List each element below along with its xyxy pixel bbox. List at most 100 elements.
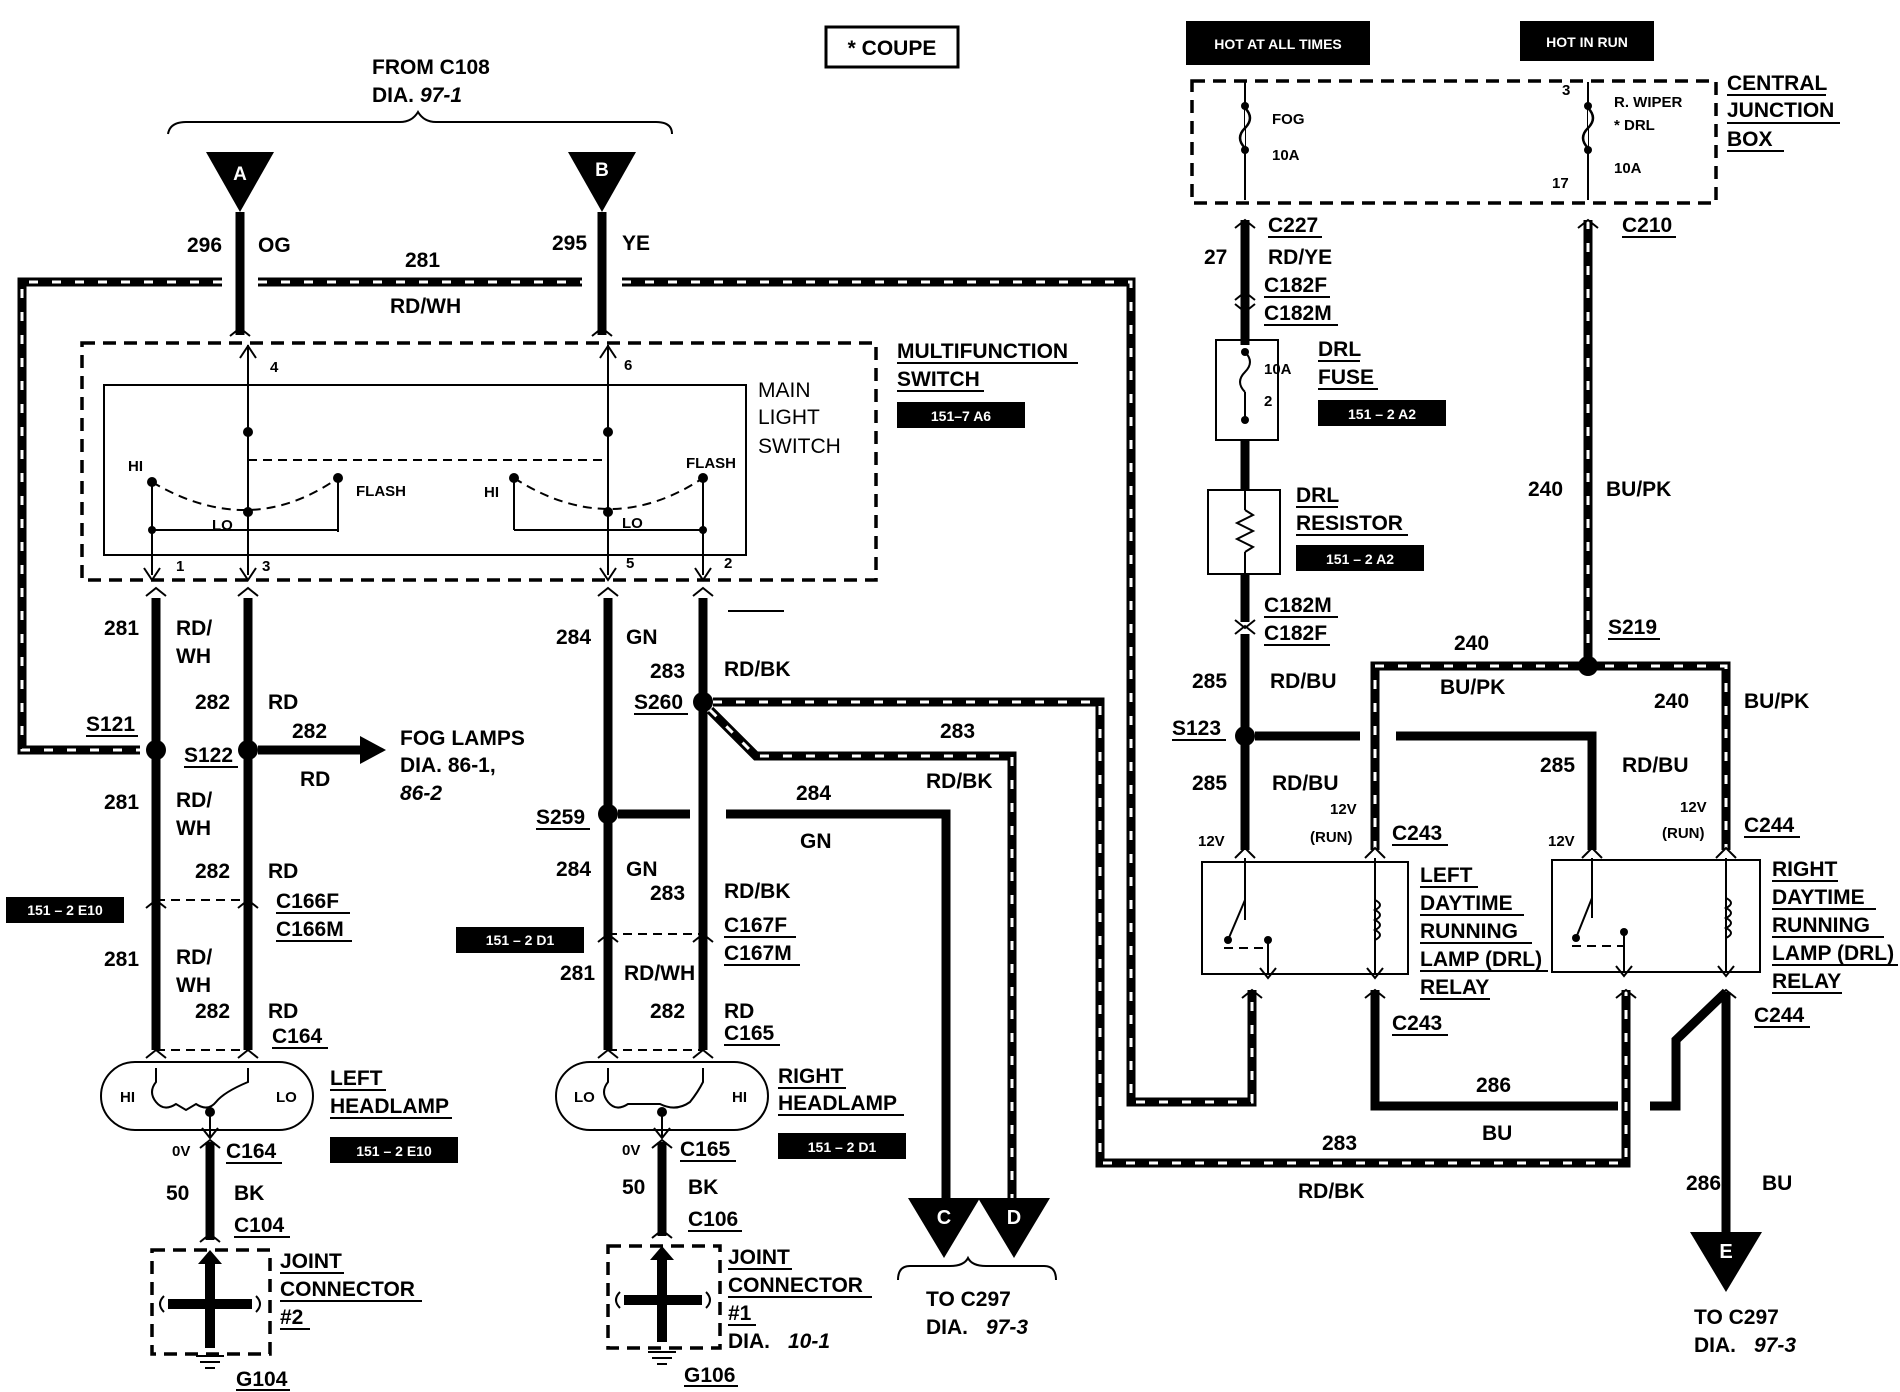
- dia-97-1-ref: 97-1: [420, 84, 462, 107]
- drl-resistor-title-1: DRL: [1296, 484, 1339, 507]
- wire-ye-color: YE: [622, 232, 650, 255]
- wire-285-right: [1396, 731, 1597, 850]
- splice-s121: [146, 740, 166, 760]
- left-relay-title-5: RELAY: [1420, 976, 1489, 999]
- connector-e-bottom: [1690, 1232, 1762, 1292]
- wire-283-b-number: 283: [940, 720, 975, 743]
- left-drl-relay-box: [1201, 861, 1409, 975]
- fog-lamps-dia: DIA. 86-1,: [400, 754, 496, 777]
- wire-240-a-color: BU/PK: [1606, 478, 1671, 501]
- wire-283-to-d: [706, 706, 1017, 1200]
- wire-240-c-color: BU/PK: [1744, 690, 1809, 713]
- left-headlamp-ref: 151 – 2 E10: [356, 1143, 432, 1159]
- c106-label: C106: [688, 1208, 738, 1231]
- wire-27-number: 27: [1204, 246, 1227, 269]
- jc1-dia-ref: 10-1: [788, 1330, 830, 1353]
- jc2-number: #2: [280, 1306, 303, 1329]
- wire-240-c-number: 240: [1654, 690, 1689, 713]
- wire-281-left-loop: [17, 277, 222, 755]
- central-junction-box: [1190, 79, 1718, 205]
- wire-281-top-number: 281: [405, 249, 440, 272]
- mfs-pin-4: 4: [270, 359, 279, 376]
- dia-97-1-prefix: DIA.: [372, 84, 414, 107]
- wire-282-a-number: 282: [195, 691, 230, 714]
- wire-og-color: OG: [258, 234, 291, 257]
- c166m-label: C166M: [276, 918, 344, 941]
- cjb-pin-17: 17: [1552, 175, 1569, 192]
- fog-fuse-amp: 10A: [1272, 147, 1300, 164]
- drl-fuse-ref-tag: [1318, 400, 1446, 426]
- s219-label: S219: [1608, 616, 1657, 639]
- drl-resistor-icon: [1234, 509, 1256, 553]
- s121-label: S121: [86, 713, 135, 736]
- wire-281-a-number: 281: [104, 617, 139, 640]
- mfs-title-1: MULTIFUNCTION: [897, 340, 1068, 363]
- g104-label: G104: [236, 1368, 288, 1391]
- wire-286-a-color: BU: [1482, 1122, 1512, 1145]
- left-0v: 0V: [172, 1143, 190, 1160]
- c167m-label: C167M: [724, 942, 792, 965]
- mfs-hi-left: HI: [128, 458, 143, 475]
- right-relay-title-1: RIGHT: [1772, 858, 1838, 881]
- right-headlamp-ref-tag: [778, 1133, 906, 1159]
- wire-286-b-number: 286: [1686, 1172, 1721, 1195]
- wire-240-b-number: 240: [1454, 632, 1489, 655]
- connector-a-label: A: [233, 164, 247, 185]
- drl-fuse-ref: 151 – 2 A2: [1348, 406, 1416, 422]
- wire-282-c-number: 282: [195, 1000, 230, 1023]
- wire-281-b-color1: RD/: [176, 789, 212, 812]
- ref-d1-tag: [456, 927, 584, 953]
- right-relay-12v-a: 12V: [1548, 833, 1575, 850]
- right-headlamp-lo: LO: [574, 1089, 595, 1106]
- c244-top-label: C244: [1744, 814, 1795, 837]
- rwiper-fuse-amp: 10A: [1614, 160, 1642, 177]
- left-headlamp-body: [100, 1061, 314, 1131]
- ref-d1: 151 – 2 D1: [486, 932, 555, 948]
- c164-label-bottom: C164: [226, 1140, 277, 1163]
- right-drl-relay-box: [1551, 859, 1761, 973]
- wire-283-b-color: RD/BK: [926, 770, 993, 793]
- wire-285-b-number: 285: [1192, 772, 1227, 795]
- splice-s122: [238, 740, 258, 760]
- right-relay-title-3: RUNNING: [1772, 914, 1870, 937]
- brace: [167, 110, 673, 135]
- wire-282-b-number: 282: [195, 860, 230, 883]
- left-relay-title-2: DAYTIME: [1420, 892, 1513, 915]
- jc2-joint: JOINT: [280, 1250, 342, 1273]
- cd-dia-ref: 97-3: [986, 1316, 1028, 1339]
- wire-282-a-color: RD: [268, 691, 298, 714]
- drl-fuse-amp: 10A: [1264, 361, 1292, 378]
- c243-bottom-label: C243: [1392, 1012, 1442, 1035]
- c227-label: C227: [1268, 214, 1318, 237]
- drl-fuse-star-label: * DRL: [1614, 117, 1655, 134]
- cjb-title-1: CENTRAL: [1727, 72, 1827, 95]
- s260-label: S260: [634, 691, 683, 714]
- s259-label: S259: [536, 806, 585, 829]
- c165-label-bottom: C165: [680, 1138, 731, 1161]
- wire-284-b-color: GN: [800, 830, 832, 853]
- wire-284-to-c: [726, 809, 951, 1200]
- wire-283-a-number: 283: [650, 660, 685, 683]
- connector-d-bottom: [978, 1198, 1050, 1258]
- connector-c-bottom: [908, 1198, 980, 1258]
- splice-s260: [693, 692, 713, 712]
- left-relay-coil-icon: [1372, 899, 1381, 941]
- fog-fuse-icon: [1238, 107, 1252, 149]
- right-wire-bk: BK: [688, 1176, 718, 1199]
- wire-283-d-number: 283: [1322, 1132, 1357, 1155]
- right-0v: 0V: [622, 1142, 640, 1159]
- left-relay-12v-a: 12V: [1198, 833, 1225, 850]
- fog-fuse-label: FOG: [1272, 111, 1305, 128]
- wire-281-b-number: 281: [104, 791, 139, 814]
- c243-top-label: C243: [1392, 822, 1442, 845]
- wire-284-c-number: 284: [556, 858, 591, 881]
- c166f-label: C166F: [276, 890, 339, 913]
- ref-e10-tag: [6, 897, 124, 923]
- hot-in-run-tag: [1520, 21, 1654, 61]
- wire-286-left: [1370, 990, 1618, 1111]
- wire-283-c-color: RD/BK: [724, 880, 791, 903]
- jc1-dia: DIA.: [728, 1330, 770, 1353]
- hot-at-all-times-tag: [1186, 21, 1370, 65]
- connector-b-label: B: [595, 160, 609, 181]
